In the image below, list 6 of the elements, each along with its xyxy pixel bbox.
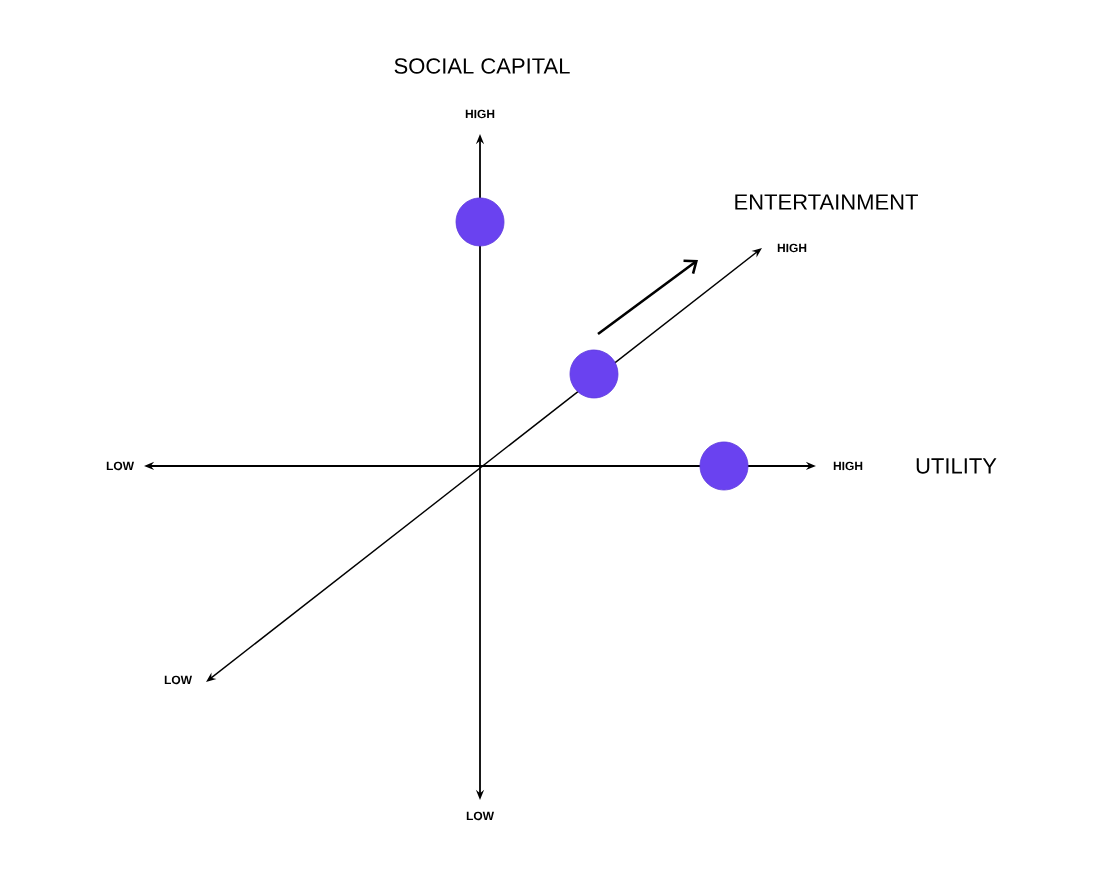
data-point [569,349,619,399]
data-point [699,441,749,491]
axis-title: SOCIAL CAPITAL [394,58,570,74]
axis-title: ENTERTAINMENT [735,194,918,210]
axis-title: UTILITY [916,458,997,474]
data-point [455,197,505,247]
